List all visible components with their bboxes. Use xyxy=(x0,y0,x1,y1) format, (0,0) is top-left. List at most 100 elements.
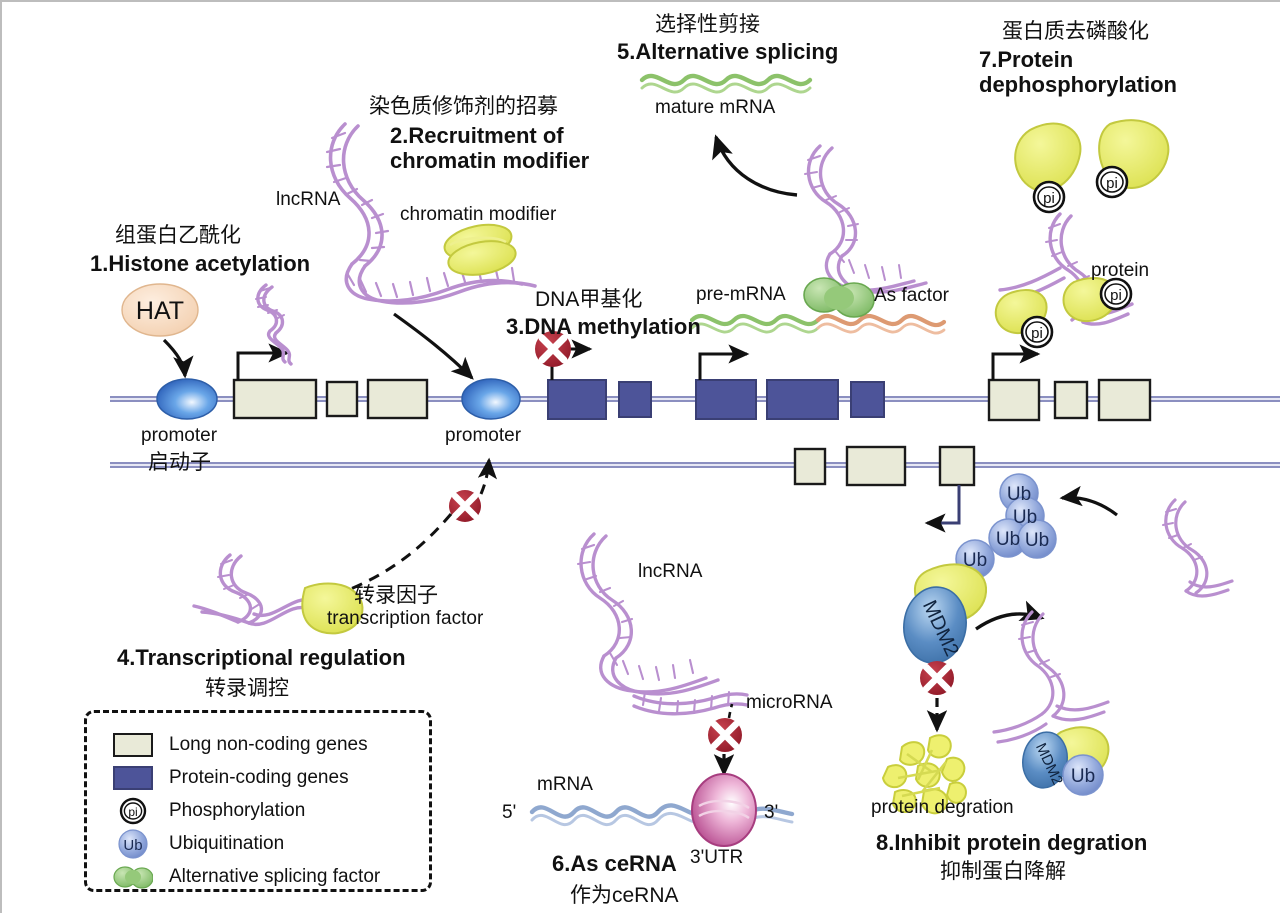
as-factor-label: As factor xyxy=(874,285,949,306)
gene-boxes-upper xyxy=(232,378,1152,422)
utr-label: 3'UTR xyxy=(690,847,744,868)
tss-arrow-lower-left xyxy=(924,485,961,533)
lncrna-strand-inhibit xyxy=(992,610,1110,744)
promoter-2-label: promoter xyxy=(445,425,522,446)
svg-text:Ub: Ub xyxy=(123,837,142,854)
promoter-ellipse-1 xyxy=(156,378,218,420)
as-factor-icon xyxy=(113,866,153,889)
promoter-1-cn-label: 启动子 xyxy=(148,451,211,474)
transcription-factor-en-label: transcription factor xyxy=(327,608,484,629)
module-4-en-label: 4.Transcriptional regulation xyxy=(117,645,406,670)
ub-incoming-arrow xyxy=(1059,485,1118,517)
mrna-wave-3prime xyxy=(751,806,795,817)
microrna-strand xyxy=(632,690,749,716)
mirna-block-arrow-up xyxy=(727,703,734,719)
legend-item-alternative-splicing-factor: Alternative splicing factor xyxy=(113,863,380,891)
ub-text-2: Ub xyxy=(1013,507,1037,528)
tss-arrow-1 xyxy=(236,343,290,380)
chromatin-modifier-label: chromatin modifier xyxy=(400,204,557,225)
microrna-label: microRNA xyxy=(746,692,833,713)
ub-text-free: Ub xyxy=(1071,766,1095,787)
pre-mrna-wave-orange xyxy=(815,313,947,328)
ub-text-1: Ub xyxy=(1007,484,1031,505)
transcription-factor-arrow-head xyxy=(477,457,498,495)
module-7-cn-label: 蛋白质去磷酸化 xyxy=(1002,20,1149,43)
utr-ellipse xyxy=(691,773,757,847)
mrna-wave-3prime-2 xyxy=(752,815,794,824)
module-6-cn-label: 作为ceRNA xyxy=(570,884,679,907)
legend-label-0: Long non-coding genes xyxy=(169,734,368,755)
lncrna-strand-chromatin xyxy=(325,122,537,305)
legend-label-1: Protein-coding genes xyxy=(169,767,349,788)
tss-arrow-3 xyxy=(698,344,750,380)
beige-box-swatch xyxy=(113,733,153,757)
three-prime-label: 3' xyxy=(764,802,779,823)
pi-text-7a: pi xyxy=(1043,190,1055,207)
legend-item-protein-coding-genes: Protein-coding genes xyxy=(113,764,349,792)
lncrna-strand-ub xyxy=(1162,498,1234,598)
recruit-arrow xyxy=(393,312,474,380)
transcription-factor-protein xyxy=(301,582,364,635)
x-marker-dna-methylation xyxy=(535,331,571,367)
module-4-cn-label: 转录调控 xyxy=(205,677,289,700)
mrna-wave-2 xyxy=(530,811,696,827)
protein-blob-7a xyxy=(1014,122,1082,192)
mdm2-oval-main xyxy=(903,586,967,664)
module-3-en-label: 3.DNA methylation xyxy=(506,314,701,339)
mdm2-text-main: MDM2 xyxy=(918,597,963,660)
mrna-wave xyxy=(529,803,697,819)
module-8-en-label: 8.Inhibit protein degration xyxy=(876,830,1148,855)
lncrna-top-label: lncRNA xyxy=(276,189,341,210)
pi-circle-7b xyxy=(1095,165,1129,199)
ub-text-3: Ub xyxy=(996,529,1020,550)
mature-mrna-wave-2 xyxy=(640,82,812,94)
transcription-factor-cn-label: 转录因子 xyxy=(354,584,438,607)
module-1-cn-label: 组蛋白乙酰化 xyxy=(115,224,241,247)
promoter-ellipse-2 xyxy=(461,378,521,420)
five-prime-label: 5' xyxy=(502,802,517,823)
legend-item-long-non-coding-genes: Long non-coding genes xyxy=(113,731,368,759)
ub-circle-icon: Ub xyxy=(118,829,148,859)
mature-mrna-label: mature mRNA xyxy=(655,97,776,118)
pi-circle-7a xyxy=(1032,180,1066,214)
module-5-en-label: 5.Alternative splicing xyxy=(617,39,839,64)
pi-text-7b: pi xyxy=(1106,175,1118,192)
pre-mrna-label: pre-mRNA xyxy=(696,284,786,305)
protein-label: protein xyxy=(1091,260,1150,281)
x-marker-transcription-factor xyxy=(449,490,481,522)
lncrna-strand-splicing xyxy=(804,144,928,294)
module-6-en-label: 6.As ceRNA xyxy=(552,851,677,876)
ub-text-5: Ub xyxy=(963,550,987,571)
module-8-cn-label: 抑制蛋白降解 xyxy=(940,860,1066,883)
mdm2-text-free: MDM2 xyxy=(1032,740,1066,787)
legend-label-2: Phosphorylation xyxy=(169,800,306,821)
pi-circle-icon: pi xyxy=(119,797,147,825)
hat-oval xyxy=(121,283,199,337)
as-factor-icon xyxy=(803,277,875,318)
module-2-cn-label: 染色质修饰剂的招募 xyxy=(369,95,558,118)
module-5-cn-label: 选择性剪接 xyxy=(655,13,760,36)
pi-text-7c: pi xyxy=(1031,325,1043,342)
promoter-1-label: promoter xyxy=(141,425,218,446)
hat-label: HAT xyxy=(136,297,184,325)
blue-box-swatch xyxy=(113,766,153,790)
ub-text-4: Ub xyxy=(1025,530,1049,551)
splicing-arrow xyxy=(712,134,798,197)
x-marker-degradation-block xyxy=(920,661,954,695)
hat-arrow xyxy=(162,338,194,379)
mdm2-release-arrow xyxy=(975,600,1045,631)
lncrna-strand-small-1 xyxy=(255,283,293,366)
legend-panel: Long non-coding genes Protein-coding gen… xyxy=(84,710,432,892)
gene-boxes-lower xyxy=(793,445,976,487)
svg-text:pi: pi xyxy=(128,805,137,819)
mature-mrna-wave xyxy=(639,73,813,87)
module-1-en-label: 1.Histone acetylation xyxy=(90,251,311,276)
transcription-factor-dashed-arrow xyxy=(347,513,453,592)
legend-item-phosphorylation: pi Phosphorylation xyxy=(113,797,305,825)
chromatin-modifier-icon xyxy=(443,223,517,276)
